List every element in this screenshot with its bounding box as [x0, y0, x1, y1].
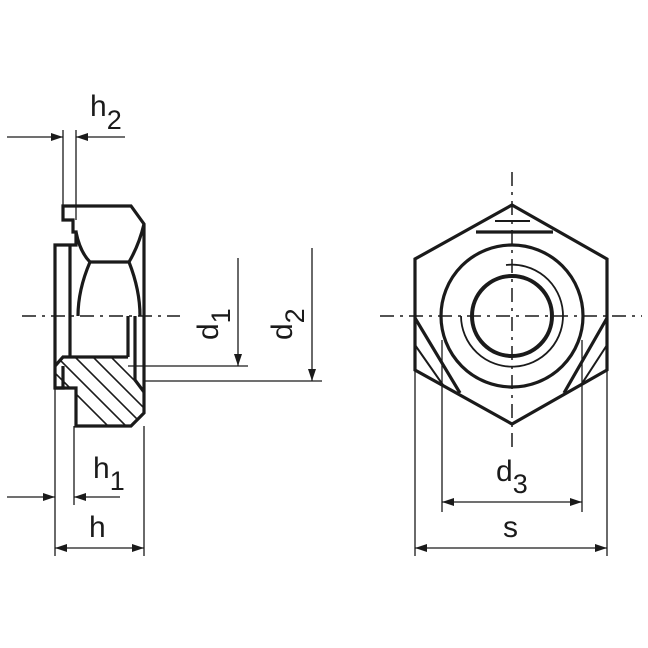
right-chamfer-hatch: [580, 344, 608, 386]
top-chamfer-curves: [74, 223, 146, 317]
side-view: h2 d1 d2 h1 h: [7, 90, 322, 556]
thread-arc: [460, 263, 564, 368]
s-extension-lines: [414, 370, 608, 556]
top-view: d3 s: [380, 172, 642, 556]
h-label: h: [89, 511, 106, 544]
outer-weld-ring: [439, 243, 585, 389]
left-chamfer: [413, 317, 462, 394]
d2-label: d2: [266, 308, 310, 340]
h1-label: h1: [93, 452, 125, 496]
h2-extension-lines: [62, 130, 77, 220]
section-hatching: [55, 357, 144, 426]
d1-label: d1: [192, 308, 236, 340]
d3-extension-lines: [441, 340, 583, 512]
bore-circle: [470, 274, 554, 358]
hex-outline: [413, 203, 609, 426]
h1-extension-lines: [54, 388, 145, 556]
right-chamfer: [562, 317, 609, 394]
d3-label: d3: [496, 455, 528, 499]
thread-lines: [126, 316, 137, 380]
h2-label: h2: [90, 90, 122, 135]
s-label: s: [503, 511, 518, 544]
left-chamfer-hatch: [414, 344, 444, 386]
